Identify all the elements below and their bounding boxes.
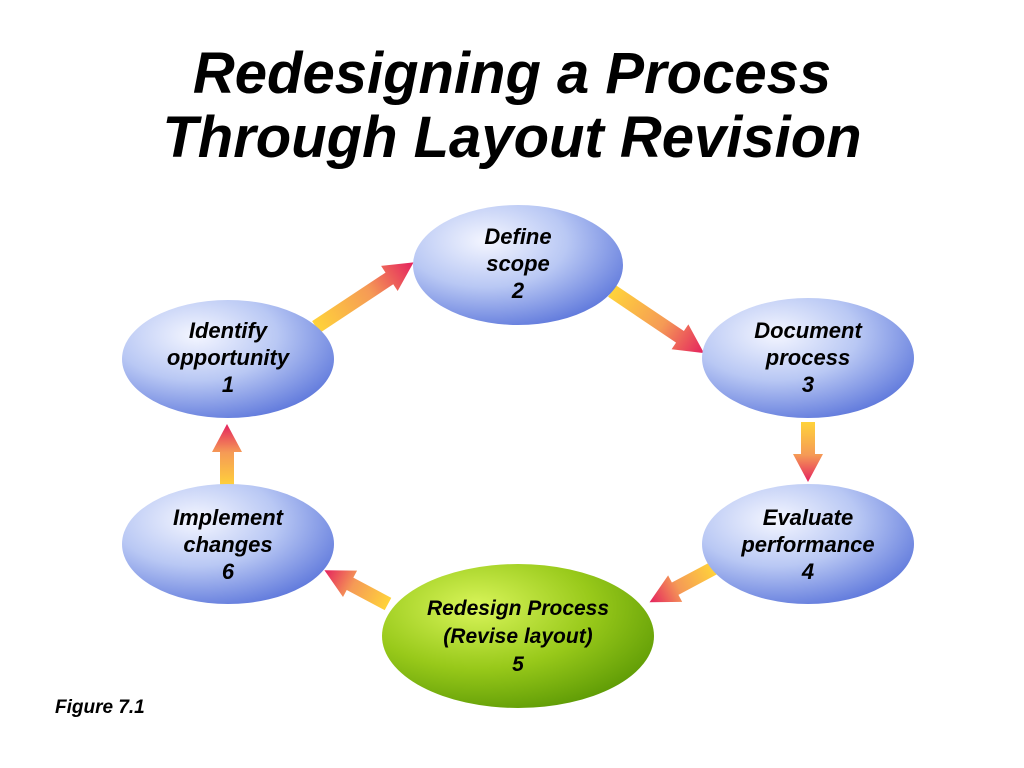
step-5-line-2: (Revise layout) bbox=[443, 625, 592, 648]
step-5-line-1: Redesign Process bbox=[427, 597, 609, 620]
title-line-1: Redesigning a Process bbox=[192, 41, 832, 106]
step-4-number: 4 bbox=[801, 559, 814, 584]
step-5-number: 5 bbox=[512, 653, 524, 676]
step-define-scope: Define scope 2 bbox=[413, 205, 623, 325]
step-3-number: 3 bbox=[802, 372, 814, 397]
step-document-process: Document process 3 bbox=[702, 298, 914, 418]
arrow-6-to-1 bbox=[212, 424, 242, 487]
title-line-2: Through Layout Revision bbox=[162, 105, 862, 170]
arrow-1-to-2 bbox=[312, 262, 414, 333]
step-2-number: 2 bbox=[511, 278, 525, 303]
arrow-5-to-6 bbox=[324, 570, 392, 611]
step-3-line-1: Document bbox=[754, 318, 863, 343]
page-title: Redesigning a Process Through Layout Rev… bbox=[0, 42, 1024, 170]
step-2-line-2: scope bbox=[486, 251, 550, 276]
step-4-line-1: Evaluate bbox=[763, 505, 854, 530]
step-4-line-2: performance bbox=[740, 532, 874, 557]
step-1-line-2: opportunity bbox=[167, 345, 291, 370]
arrow-3-to-4 bbox=[793, 422, 823, 482]
step-6-line-1: Implement bbox=[173, 505, 285, 530]
arrow-4-to-5 bbox=[649, 561, 718, 603]
step-evaluate-performance: Evaluate performance 4 bbox=[702, 484, 914, 604]
figure-caption: Figure 7.1 bbox=[55, 697, 145, 718]
step-6-line-2: changes bbox=[183, 532, 272, 557]
step-identify-opportunity: Identify opportunity 1 bbox=[122, 300, 334, 418]
step-implement-changes: Implement changes 6 bbox=[122, 484, 334, 604]
arrow-2-to-3 bbox=[608, 285, 705, 354]
step-6-number: 6 bbox=[222, 559, 235, 584]
step-1-line-1: Identify bbox=[189, 318, 269, 343]
step-1-number: 1 bbox=[222, 372, 234, 397]
step-2-line-1: Define bbox=[484, 224, 551, 249]
step-redesign-process: Redesign Process (Revise layout) 5 bbox=[382, 564, 654, 708]
step-3-line-2: process bbox=[765, 345, 850, 370]
